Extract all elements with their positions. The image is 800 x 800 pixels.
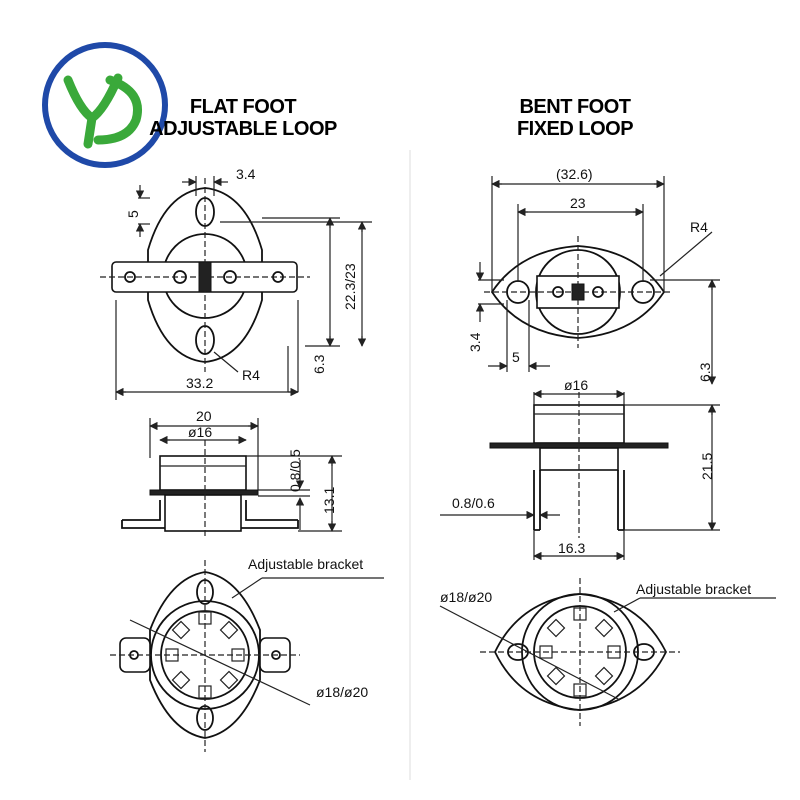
left-dim-foot-height: 6.3 bbox=[311, 354, 327, 374]
left-heading-line1: FLAT FOOT bbox=[189, 96, 297, 118]
right-dim-leg-spacing: 16.3 bbox=[558, 540, 585, 556]
left-callout-bracket: Adjustable bracket bbox=[248, 556, 363, 572]
right-dim-hole-offset: 5 bbox=[512, 349, 520, 365]
right-dim-total-height: 21.5 bbox=[699, 453, 715, 480]
left-dim-cap-diameter: ø16 bbox=[188, 424, 212, 440]
right-heading-line2: FIXED LOOP bbox=[516, 118, 634, 140]
left-dim-radius: R4 bbox=[242, 367, 260, 383]
left-dim-total-height: 13.1 bbox=[321, 487, 337, 514]
left-side-view bbox=[121, 418, 342, 538]
left-dim-hole-offset: 5 bbox=[125, 210, 141, 218]
right-dim-radius: R4 bbox=[690, 219, 708, 235]
yd-logo bbox=[42, 42, 168, 168]
right-dim-cup-diameter: ø18/ø20 bbox=[440, 589, 492, 605]
left-dim-hole-width: 3.4 bbox=[236, 166, 256, 182]
left-dim-height: 22.3/23 bbox=[342, 263, 358, 310]
right-callout-bracket: Adjustable bracket bbox=[636, 581, 751, 597]
left-dim-width: 33.2 bbox=[186, 375, 213, 391]
left-plan-view bbox=[110, 560, 384, 752]
left-heading-line2: ADJUSTABLE LOOP bbox=[149, 118, 337, 140]
right-heading-line1: BENT FOOT bbox=[519, 96, 631, 118]
logo-letters-icon bbox=[63, 73, 142, 149]
left-dim-thickness: 0.8/0.5 bbox=[287, 449, 303, 492]
right-dim-hole-spacing: 23 bbox=[570, 195, 586, 211]
right-dim-thickness: 0.8/0.6 bbox=[452, 495, 495, 511]
right-dim-hole-width: 3.4 bbox=[467, 332, 483, 352]
right-top-view bbox=[475, 176, 720, 385]
right-plan-view bbox=[439, 578, 776, 726]
left-heading: FLAT FOOT ADJUSTABLE LOOP bbox=[138, 96, 348, 140]
left-dim-cup-diameter: ø18/ø20 bbox=[316, 684, 368, 700]
right-dim-foot-height: 6.3 bbox=[697, 362, 713, 382]
left-dim-flange-width: 20 bbox=[196, 408, 212, 424]
right-heading: BENT FOOT FIXED LOOP bbox=[500, 96, 650, 140]
right-side-view bbox=[440, 389, 720, 561]
right-dim-overall-width: (32.6) bbox=[556, 166, 593, 182]
right-dim-cap-diameter: ø16 bbox=[564, 377, 588, 393]
left-top-view bbox=[100, 176, 372, 400]
